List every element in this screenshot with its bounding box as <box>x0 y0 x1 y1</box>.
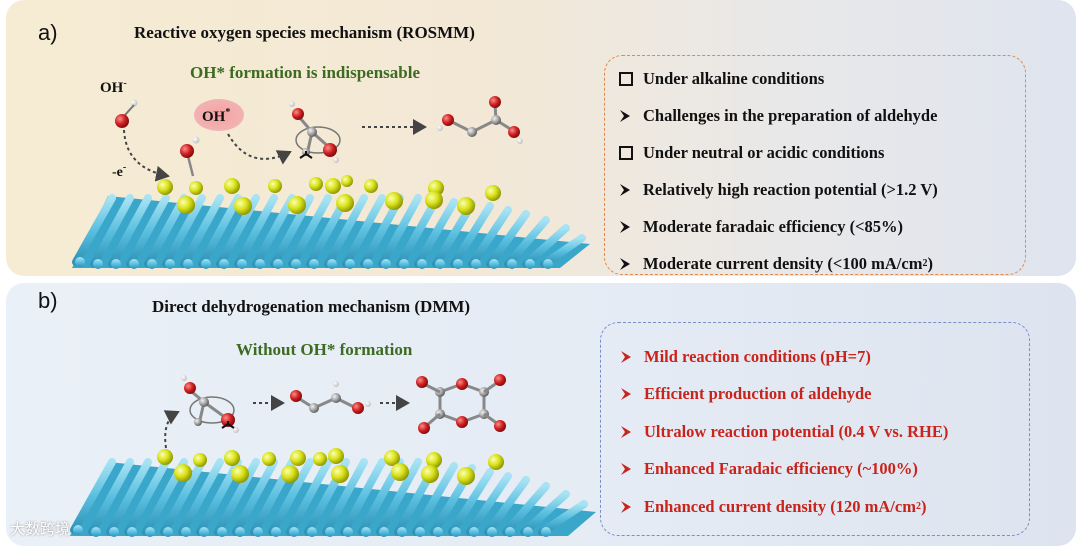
arrowhead-bullet-icon <box>620 220 630 233</box>
conditions-list-a: Under alkaline conditions Challenges in … <box>617 60 938 282</box>
arrowhead-bullet-icon <box>621 350 631 363</box>
arrowhead-bullet-icon <box>621 463 631 476</box>
panel-a-label: a) <box>38 20 58 45</box>
panel-b-title: Direct dehydrogenation mechanism (DMM) <box>152 297 471 316</box>
oh-minus-label: OH- <box>100 78 127 96</box>
list-item: Under alkaline conditions <box>617 60 938 97</box>
adsorption-arrow-b <box>163 410 180 449</box>
arrowhead-bullet-icon <box>620 109 630 122</box>
adsorbed-oh <box>180 136 200 177</box>
list-item: Under neutral or acidic conditions <box>617 134 938 171</box>
electrode-surface-b <box>70 458 596 537</box>
arrowhead-bullet-icon <box>620 183 630 196</box>
product-molecule-a <box>437 96 523 144</box>
hydroxide-ion <box>115 99 138 128</box>
panel-a-subtitle: OH* formation is indispensable <box>190 63 421 82</box>
list-item: Ultralow reaction potential (0.4 V vs. R… <box>618 413 948 451</box>
conditions-box-a <box>604 55 1026 275</box>
reactant-molecule-a <box>289 101 341 163</box>
watermark: 大数跨境 <box>10 520 71 538</box>
catalyst-spheres-b <box>157 448 504 485</box>
panel-b-illustration <box>70 374 596 537</box>
aldehyde-molecule-b <box>290 381 371 414</box>
list-item: Enhanced Faradaic efficiency (~100%) <box>618 451 948 489</box>
dioxane-dimer-molecule-b <box>416 374 506 434</box>
reactant-molecule-b <box>181 375 239 433</box>
list-item: Efficient production of aldehyde <box>618 376 948 414</box>
adsorption-arrow <box>123 129 170 182</box>
list-item: Moderate faradaic efficiency (<85%) <box>617 208 938 245</box>
attack-arrow <box>227 133 292 165</box>
oh-star-highlight <box>194 99 244 131</box>
square-bullet-icon <box>619 71 633 86</box>
panel-a-illustration: OH- -e- OH* <box>72 78 590 269</box>
list-item: Relatively high reaction potential (>1.2… <box>617 171 938 208</box>
electron-label: -e- <box>112 162 126 180</box>
conditions-box-b <box>600 322 1030 536</box>
panel-a-title: Reactive oxygen species mechanism (ROSMM… <box>134 23 475 42</box>
list-item: Mild reaction conditions (pH=7) <box>618 338 948 376</box>
panel-b-subtitle: Without OH* formation <box>236 340 413 359</box>
electrode-surface-a <box>72 194 590 269</box>
arrowhead-bullet-icon <box>621 388 631 401</box>
panel-b-label: b) <box>38 288 58 313</box>
arrowhead-bullet-icon <box>621 425 631 438</box>
conditions-list-b: Mild reaction conditions (pH=7) Efficien… <box>618 338 948 526</box>
list-item: Challenges in the preparation of aldehyd… <box>617 97 938 134</box>
catalyst-spheres-a <box>157 175 501 215</box>
oh-star-label: OH* <box>202 107 230 125</box>
arrowhead-bullet-icon <box>621 500 631 513</box>
arrowhead-bullet-icon <box>620 257 630 270</box>
square-bullet-icon <box>619 145 633 160</box>
